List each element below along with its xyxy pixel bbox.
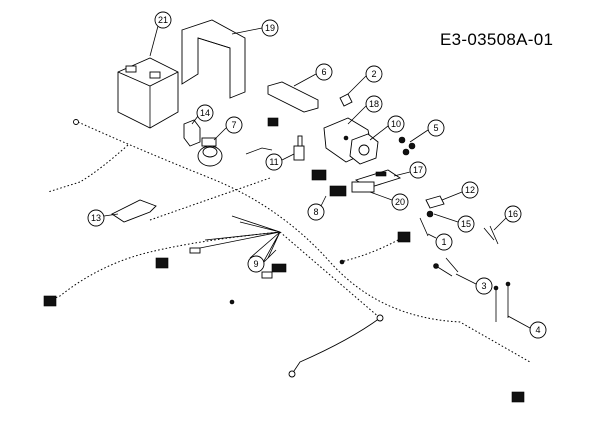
connector-20: [351, 181, 375, 193]
svg-text:1: 1: [441, 237, 446, 247]
svg-text:14: 14: [200, 108, 210, 118]
terminals-12-15: [425, 195, 445, 218]
svg-text:7: 7: [231, 120, 236, 130]
svg-text:15: 15: [461, 219, 471, 229]
svg-text:11: 11: [269, 157, 278, 167]
bolts-5: [398, 136, 416, 156]
long-bolts-4: [493, 281, 511, 322]
solenoid: [197, 137, 223, 167]
harness-main-diagonal: [77, 121, 531, 363]
svg-text:5: 5: [433, 123, 438, 133]
screw-1: [419, 217, 429, 237]
connector-block-9: [261, 263, 287, 279]
battery: [117, 57, 179, 129]
svg-text:19: 19: [265, 23, 275, 33]
ring-terminal-lower: [288, 370, 296, 378]
connector-set-8: [311, 169, 347, 197]
pins-16: [483, 225, 499, 245]
callout-label: 21: [158, 15, 168, 25]
svg-text:4: 4: [535, 325, 540, 335]
svg-text:10: 10: [391, 119, 401, 129]
clip: [339, 93, 353, 107]
harness-top-branch: [47, 144, 129, 193]
svg-text:9: 9: [253, 259, 258, 269]
svg-text:8: 8: [313, 207, 318, 217]
svg-text:20: 20: [395, 197, 405, 207]
svg-text:16: 16: [508, 209, 518, 219]
bracket-13: [111, 199, 157, 223]
svg-text:3: 3: [481, 281, 486, 291]
ring-terminal: [376, 314, 384, 322]
battery-lead: [291, 317, 381, 375]
svg-text:18: 18: [369, 99, 379, 109]
svg-text:6: 6: [321, 67, 326, 77]
harness-upper-branch: [149, 177, 271, 221]
wire-fan: [189, 215, 281, 269]
svg-text:2: 2: [371, 69, 376, 79]
harness-lower-lead: [279, 231, 381, 319]
svg-text:17: 17: [413, 165, 423, 175]
svg-text:12: 12: [465, 185, 475, 195]
relay: [183, 119, 201, 147]
callout-bubble: [154, 11, 172, 29]
ignition-switch: [349, 133, 379, 165]
harness-right-branch: [339, 239, 399, 263]
connector-small: [245, 117, 279, 155]
battery-shield: [181, 19, 246, 99]
harness-connectors: [43, 119, 525, 403]
connector-11: [293, 135, 305, 161]
screws-3: [433, 257, 459, 277]
svg-text:13: 13: [91, 213, 101, 223]
callouts: 21 19 6 2 18 10 5: [87, 11, 547, 339]
bracket: [267, 81, 319, 113]
harness-lines: [47, 121, 531, 378]
drawing-reference: E3-03508A-01: [440, 30, 554, 49]
